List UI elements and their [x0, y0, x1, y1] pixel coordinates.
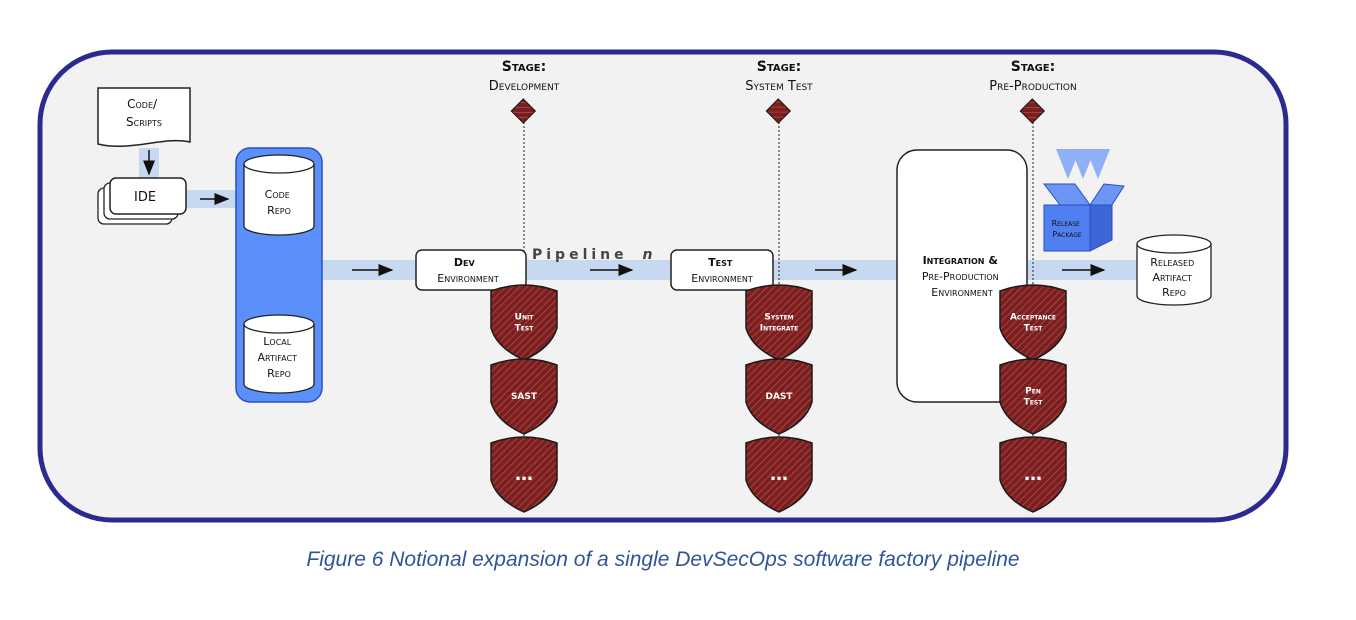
stage-header-system-test: Stage: System Test: [745, 59, 813, 124]
test-env-label-1: Test: [708, 256, 733, 269]
svg-text:Pre-Production: Pre-Production: [989, 79, 1076, 94]
svg-text:Development: Development: [489, 79, 560, 94]
svg-text:Code/ Scripts: Code/ Scripts: [126, 97, 162, 129]
shield-label: …: [770, 464, 788, 485]
dev-env-label-1: Dev: [454, 256, 476, 269]
ide-label: IDE: [134, 190, 156, 205]
shield-pre_production-2: …: [999, 436, 1067, 513]
shield-system_test-2: …: [745, 436, 813, 513]
svg-text:Stage:: Stage:: [757, 59, 802, 75]
test-environment-box: Test Environment: [670, 249, 774, 291]
release-package-box: Release Package: [1042, 149, 1125, 252]
released-repo-label-3: Repo: [1162, 286, 1186, 299]
code-repo-label-1: Code: [265, 188, 290, 201]
svg-text:Release Package: Release Package: [1052, 219, 1083, 239]
code-repo-label-2: Repo: [267, 204, 291, 217]
stage-header-pre-production: Stage: Pre-Production: [989, 59, 1077, 124]
figure-caption: Figure 6 Notional expansion of a single …: [306, 548, 1020, 571]
integration-label-3: Environment: [931, 286, 993, 299]
shield-label: …: [1024, 464, 1042, 485]
shield-system_test-1: DAST: [745, 358, 813, 435]
local-artifact-repo-cylinder: Local Artifact Repo: [243, 314, 315, 394]
svg-text:Integration & Pre-Produc: Integration & Pre-Production Environment: [922, 254, 1002, 299]
test-env-label-2: Environment: [691, 272, 753, 285]
svg-text:System Test: System Test: [745, 79, 813, 94]
local-repo-label-2: Artifact: [258, 351, 298, 364]
shield-development-1: SAST: [490, 358, 558, 435]
dev-environment-box: Dev Environment: [415, 249, 527, 291]
released-repo-label-2: Artifact: [1153, 271, 1193, 284]
code-scripts-label-2: Scripts: [126, 115, 162, 129]
shield-label: DAST: [765, 392, 793, 402]
shield-label: SAST: [511, 392, 538, 402]
svg-text:Stage:: Stage:: [1011, 59, 1056, 75]
integration-label-2: Pre-Production: [922, 270, 999, 283]
local-repo-label-1: Local: [263, 335, 291, 348]
local-repo-label-3: Repo: [267, 367, 291, 380]
ide-box: IDE: [97, 177, 187, 225]
released-repo-label-1: Released: [1150, 256, 1194, 269]
integration-label-1: Integration &: [923, 254, 999, 267]
svg-text:Stage:: Stage:: [502, 59, 547, 75]
frame: [37, 49, 1289, 523]
shield-development-2: …: [490, 436, 558, 513]
dev-env-label-2: Environment: [437, 272, 499, 285]
release-package-label-2: Package: [1052, 230, 1081, 239]
svg-text:Released Artifact: Released Artifact Repo: [1150, 256, 1197, 299]
svg-text:Dev Environment: Dev Environment: [437, 256, 499, 285]
released-artifact-repo-cylinder: Released Artifact Repo: [1136, 234, 1212, 306]
stage-header-development: Stage: Development: [489, 59, 560, 124]
code-repo-cylinder: Code Repo: [243, 154, 315, 236]
svg-text:Code Repo: Code Repo: [265, 188, 294, 217]
code-scripts-document: Code/ Scripts: [97, 87, 191, 148]
shield-label: …: [515, 464, 533, 485]
integration-environment-box: Integration & Pre-Production Environment: [896, 149, 1028, 403]
svg-text:Local Artifact Rep: Local Artifact Repo: [258, 335, 301, 380]
svg-text:Test Environment: Test Environment: [691, 256, 753, 285]
code-scripts-label-1: Code/: [127, 97, 158, 111]
release-package-label-1: Release: [1052, 219, 1080, 228]
pipeline-label: Pipeline n: [532, 247, 656, 263]
